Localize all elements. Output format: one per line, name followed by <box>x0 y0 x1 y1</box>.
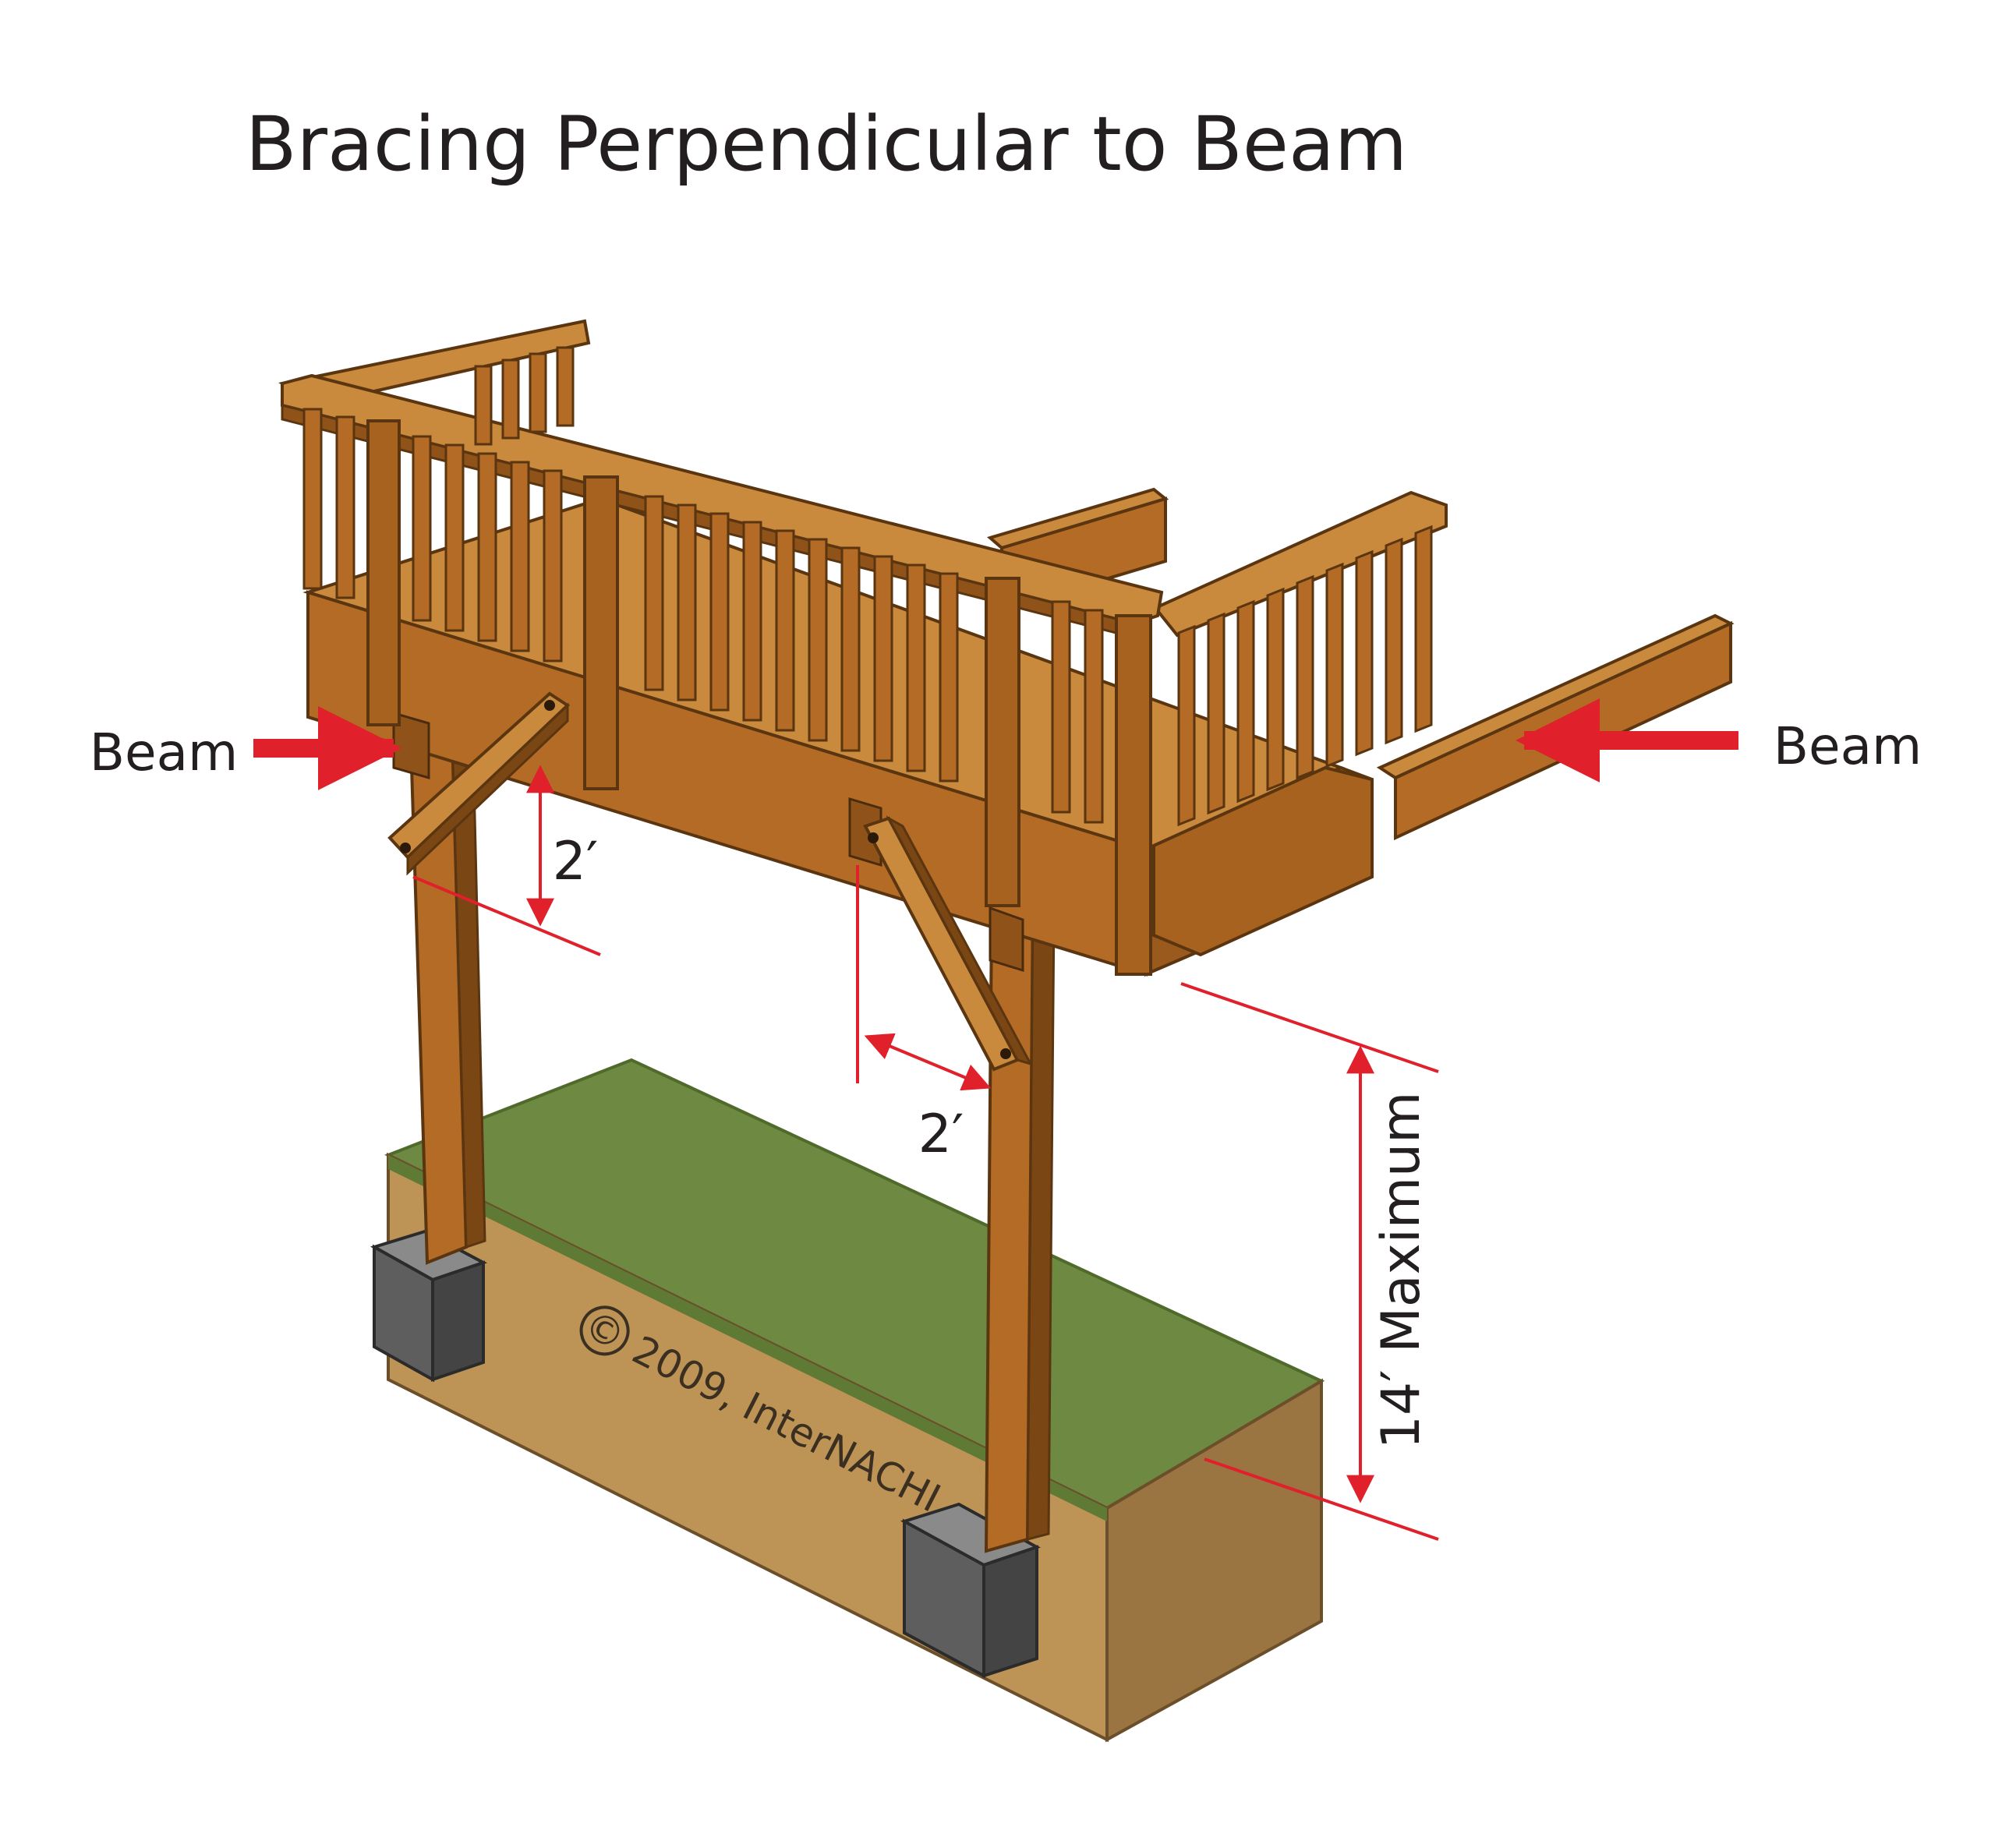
brace-right-label: 2′ <box>918 1104 964 1165</box>
brace-left-label: 2′ <box>553 831 599 892</box>
brace-right <box>863 815 1034 1072</box>
annotations <box>253 698 1738 1541</box>
footing-left <box>370 1229 488 1383</box>
diagram-title: Bracing Perpendicular to Beam <box>246 101 1408 188</box>
side-balusters <box>1177 525 1433 827</box>
beam-label-left: Beam <box>90 722 239 783</box>
rail-cap-right <box>1152 490 1448 638</box>
brace-right-dimension <box>864 1033 992 1091</box>
max-height-label: 14′ Maximum <box>1371 1092 1432 1450</box>
back-balusters <box>474 346 575 446</box>
ground-block <box>384 1058 1325 1743</box>
footing-right <box>900 1502 1041 1679</box>
beam-label-right: Beam <box>1774 716 1922 776</box>
front-balusters <box>302 408 1104 824</box>
brace-left <box>387 691 571 876</box>
soil-side <box>1105 1378 1323 1743</box>
